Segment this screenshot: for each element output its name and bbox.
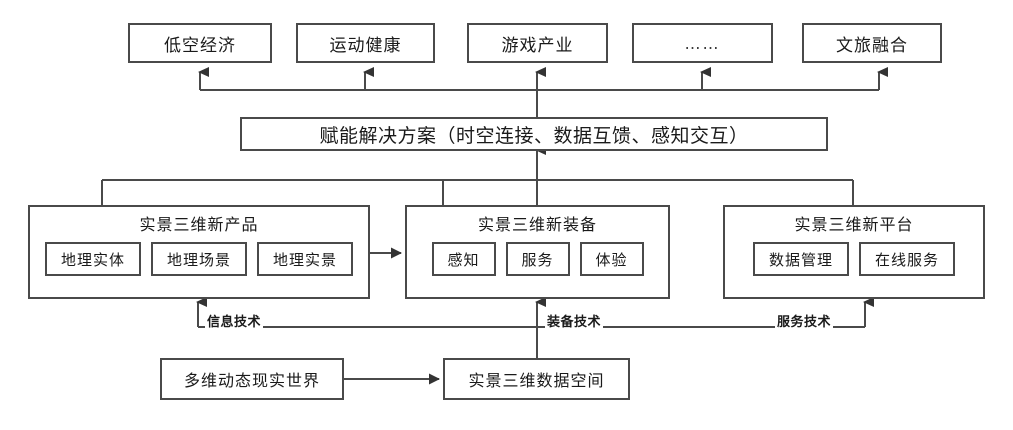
outcome-label: 游戏产业 bbox=[501, 35, 574, 56]
group-title: 实景三维新平台 bbox=[794, 215, 914, 234]
chip-label: 数据管理 bbox=[768, 250, 833, 269]
chip-label: 感知 bbox=[447, 250, 480, 269]
outcome-box-2[interactable]: 运动健康 bbox=[296, 23, 435, 63]
outcome-label: 运动健康 bbox=[329, 35, 402, 56]
ellipsis-label: …… bbox=[684, 33, 721, 53]
outcome-box-4-ellipsis[interactable]: …… bbox=[632, 23, 773, 63]
outcome-box-1[interactable]: 低空经济 bbox=[128, 23, 272, 63]
tech-label-equipment: 装备技术 bbox=[545, 311, 604, 330]
base-box-data-space[interactable]: 实景三维数据空间 bbox=[443, 358, 630, 400]
chip-perception[interactable]: 感知 bbox=[431, 242, 496, 276]
chip-experience[interactable]: 体验 bbox=[579, 242, 644, 276]
chip-label: 服务 bbox=[521, 250, 554, 269]
outcome-label: 低空经济 bbox=[164, 35, 236, 56]
tech-label-information: 信息技术 bbox=[205, 311, 264, 330]
chip-label: 体验 bbox=[595, 250, 628, 269]
chip-data-management[interactable]: 数据管理 bbox=[753, 242, 849, 276]
chip-row: 地理实体 地理场景 地理实景 bbox=[30, 242, 368, 276]
group-box-products[interactable]: 实景三维新产品 地理实体 地理场景 地理实景 bbox=[28, 205, 370, 299]
outcome-box-3[interactable]: 游戏产业 bbox=[467, 23, 608, 63]
chip-label: 地理实体 bbox=[60, 250, 125, 269]
chip-row: 数据管理 在线服务 bbox=[725, 242, 983, 276]
outcome-box-5[interactable]: 文旅融合 bbox=[802, 23, 942, 63]
solution-banner[interactable]: 赋能解决方案（时空连接、数据互馈、感知交互） bbox=[240, 117, 828, 151]
tech-label-service: 服务技术 bbox=[775, 311, 834, 330]
chip-label: 地理场景 bbox=[166, 250, 231, 269]
tech-label-text: 装备技术 bbox=[547, 315, 602, 330]
solution-banner-label: 赋能解决方案（时空连接、数据互馈、感知交互） bbox=[319, 124, 749, 147]
group-title: 实景三维新装备 bbox=[477, 215, 597, 234]
group-title: 实景三维新产品 bbox=[139, 215, 259, 234]
chip-geo-reality[interactable]: 地理实景 bbox=[257, 242, 353, 276]
chip-geo-scene[interactable]: 地理场景 bbox=[151, 242, 247, 276]
chip-service[interactable]: 服务 bbox=[505, 242, 570, 276]
base-box-real-world[interactable]: 多维动态现实世界 bbox=[160, 358, 344, 400]
group-box-platform[interactable]: 实景三维新平台 数据管理 在线服务 bbox=[723, 205, 985, 299]
base-label: 多维动态现实世界 bbox=[183, 371, 320, 390]
outcome-label: 文旅融合 bbox=[836, 35, 908, 56]
chip-online-service[interactable]: 在线服务 bbox=[859, 242, 955, 276]
tech-label-text: 服务技术 bbox=[777, 315, 832, 330]
tech-label-text: 信息技术 bbox=[207, 315, 262, 330]
chip-label: 在线服务 bbox=[874, 250, 939, 269]
base-label: 实景三维数据空间 bbox=[468, 371, 605, 390]
group-box-equipment[interactable]: 实景三维新装备 感知 服务 体验 bbox=[405, 205, 670, 299]
chip-row: 感知 服务 体验 bbox=[407, 242, 668, 276]
chip-geo-entity[interactable]: 地理实体 bbox=[45, 242, 141, 276]
chip-label: 地理实景 bbox=[272, 250, 337, 269]
